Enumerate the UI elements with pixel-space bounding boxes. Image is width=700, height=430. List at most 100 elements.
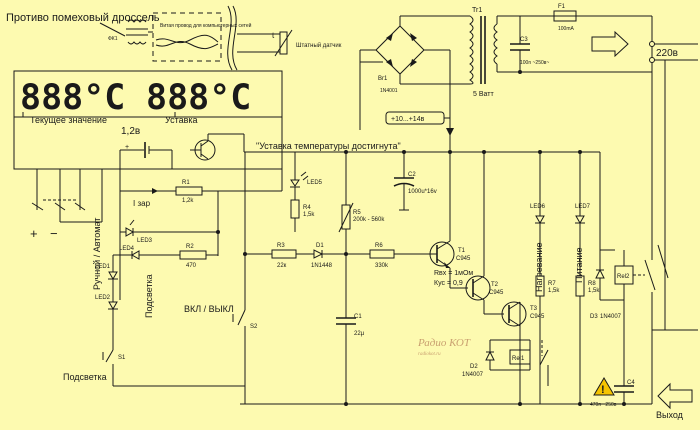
d1-diode: D1 1N1448	[311, 243, 333, 269]
t2-transistor: T2 C945	[465, 275, 504, 301]
t1-label: T1	[458, 248, 466, 254]
r1-label: R1	[182, 180, 190, 186]
c4-label: C4	[627, 380, 635, 386]
warning-icon: !	[593, 377, 615, 396]
r2-value: 470	[186, 263, 197, 269]
t2-label: T2	[491, 282, 499, 288]
voltage-range-label: +10...+14в	[391, 116, 425, 123]
led1-label: LED1	[95, 264, 111, 270]
d3-label: D3	[590, 314, 598, 320]
r6-resistor	[369, 249, 395, 259]
c4-value: 470n ~250в~	[590, 402, 619, 408]
power-label: Питание	[574, 247, 584, 283]
thermistor-sensor: t	[272, 29, 293, 57]
svg-text:!: !	[601, 384, 605, 396]
t3-label: T3	[530, 306, 538, 312]
plus-terminal: +	[30, 226, 38, 241]
r8-value: 1,5k	[588, 288, 600, 294]
svg-text:+: +	[125, 144, 129, 151]
r2-label: R2	[186, 244, 194, 250]
v12-label: 1,2в	[121, 126, 140, 137]
setpoint-reached-label: "Уставка температуры достигнута"	[256, 141, 401, 151]
r2-resistor	[179, 250, 207, 260]
d2-value: 1N4007	[462, 372, 484, 378]
c1-value: 22µ	[354, 331, 365, 337]
r5-label: R5	[353, 210, 361, 216]
led3-label: LED3	[137, 238, 153, 244]
c1-capacitor: C1 22µ	[336, 314, 365, 337]
s2-switch: S2	[232, 309, 258, 386]
br1-label: Br1	[378, 76, 388, 82]
r3-resistor	[271, 249, 297, 259]
r5-value: 200k - 560k	[353, 217, 385, 223]
c2-label: C2	[408, 172, 416, 178]
c1-label: C1	[354, 314, 362, 320]
current-value-label: Текущее значение	[30, 115, 107, 125]
choke-label: Противо помеховый дроссель	[6, 12, 160, 24]
r8-label: R8	[588, 281, 596, 287]
cable-box	[152, 12, 222, 62]
izar-label: I зар	[133, 199, 151, 208]
t2-value: C945	[489, 290, 504, 296]
d3-value: 1N4007	[600, 314, 622, 320]
t3-transistor: T3 C945	[501, 301, 545, 327]
t1-transistor: T1 C945	[429, 240, 471, 269]
panel-transistor	[190, 133, 282, 161]
heating-label: Нагревание	[534, 243, 544, 293]
led6-label: LED6	[530, 204, 546, 210]
battery-cell: +	[120, 142, 172, 158]
choke-leader	[99, 22, 126, 37]
r3-label: R3	[277, 243, 285, 249]
bridge-rectifier-br1: Br1	[375, 25, 425, 82]
tr1-power: 5 Ватт	[473, 91, 494, 98]
led5-label: LED5	[307, 180, 323, 186]
manual-auto-switch	[31, 199, 86, 211]
twisted-pair	[155, 34, 219, 44]
t3-value: C945	[530, 314, 545, 320]
fk1-label: ФК1	[108, 36, 118, 42]
led2: LED2	[95, 295, 118, 311]
led2-label: LED2	[95, 295, 111, 301]
d1-label: D1	[316, 243, 324, 249]
220v-label: 220в	[656, 48, 678, 59]
s1-switch: S1	[102, 345, 126, 386]
transformer-tr1: Tr1 5 Ватт	[469, 7, 498, 98]
r7-label: R7	[548, 281, 556, 287]
choke-fk1: ФК1	[108, 19, 148, 45]
sensor-label: Штатный датчик	[296, 42, 342, 49]
r4-label: R4	[303, 205, 311, 211]
svg-text:t: t	[272, 31, 275, 40]
led7-label: LED7	[575, 204, 591, 210]
fuse-f1: F1 100mA	[553, 4, 577, 32]
c2-capacitor: C2 1000u*16v	[393, 172, 437, 195]
t1-value: C945	[456, 256, 471, 262]
output-arrow	[657, 382, 693, 410]
cable-break	[227, 5, 233, 71]
manual-auto-label: Ручной / Автомат	[92, 218, 102, 290]
output-label: Выход	[656, 410, 684, 420]
r1-value: 1,2k	[182, 198, 194, 204]
setpoint-label: Уставка	[165, 115, 198, 125]
led6: LED6	[530, 204, 546, 225]
watermark-url: radiokot.ru	[418, 352, 441, 357]
r6-value: 330k	[375, 263, 389, 269]
r4-resistor	[290, 199, 300, 219]
watermark-logo: Радио КОТ	[417, 337, 471, 349]
arrow-220v	[591, 30, 629, 58]
s2-label: S2	[250, 324, 258, 330]
s1-label: S1	[118, 355, 126, 361]
bridge-diode-type: 1N4001	[380, 88, 398, 94]
d1-value: 1N1448	[311, 263, 333, 269]
tr1-label: Tr1	[472, 7, 482, 14]
d2-diode: D2 1N4007	[462, 350, 495, 378]
r3-value: 22к	[277, 263, 287, 269]
c2-value: 1000u*16v	[408, 189, 437, 195]
minus-terminal: −	[50, 226, 58, 241]
rvh-label: Rвх = 1мОм	[434, 270, 473, 277]
rel1-label: Rel1	[512, 356, 525, 362]
c3-value: 100n ~250в~	[520, 60, 549, 66]
f1-label: F1	[558, 4, 566, 10]
r7-value: 1,5k	[548, 288, 560, 294]
backlight-vertical-label: Подсветка	[144, 274, 154, 318]
